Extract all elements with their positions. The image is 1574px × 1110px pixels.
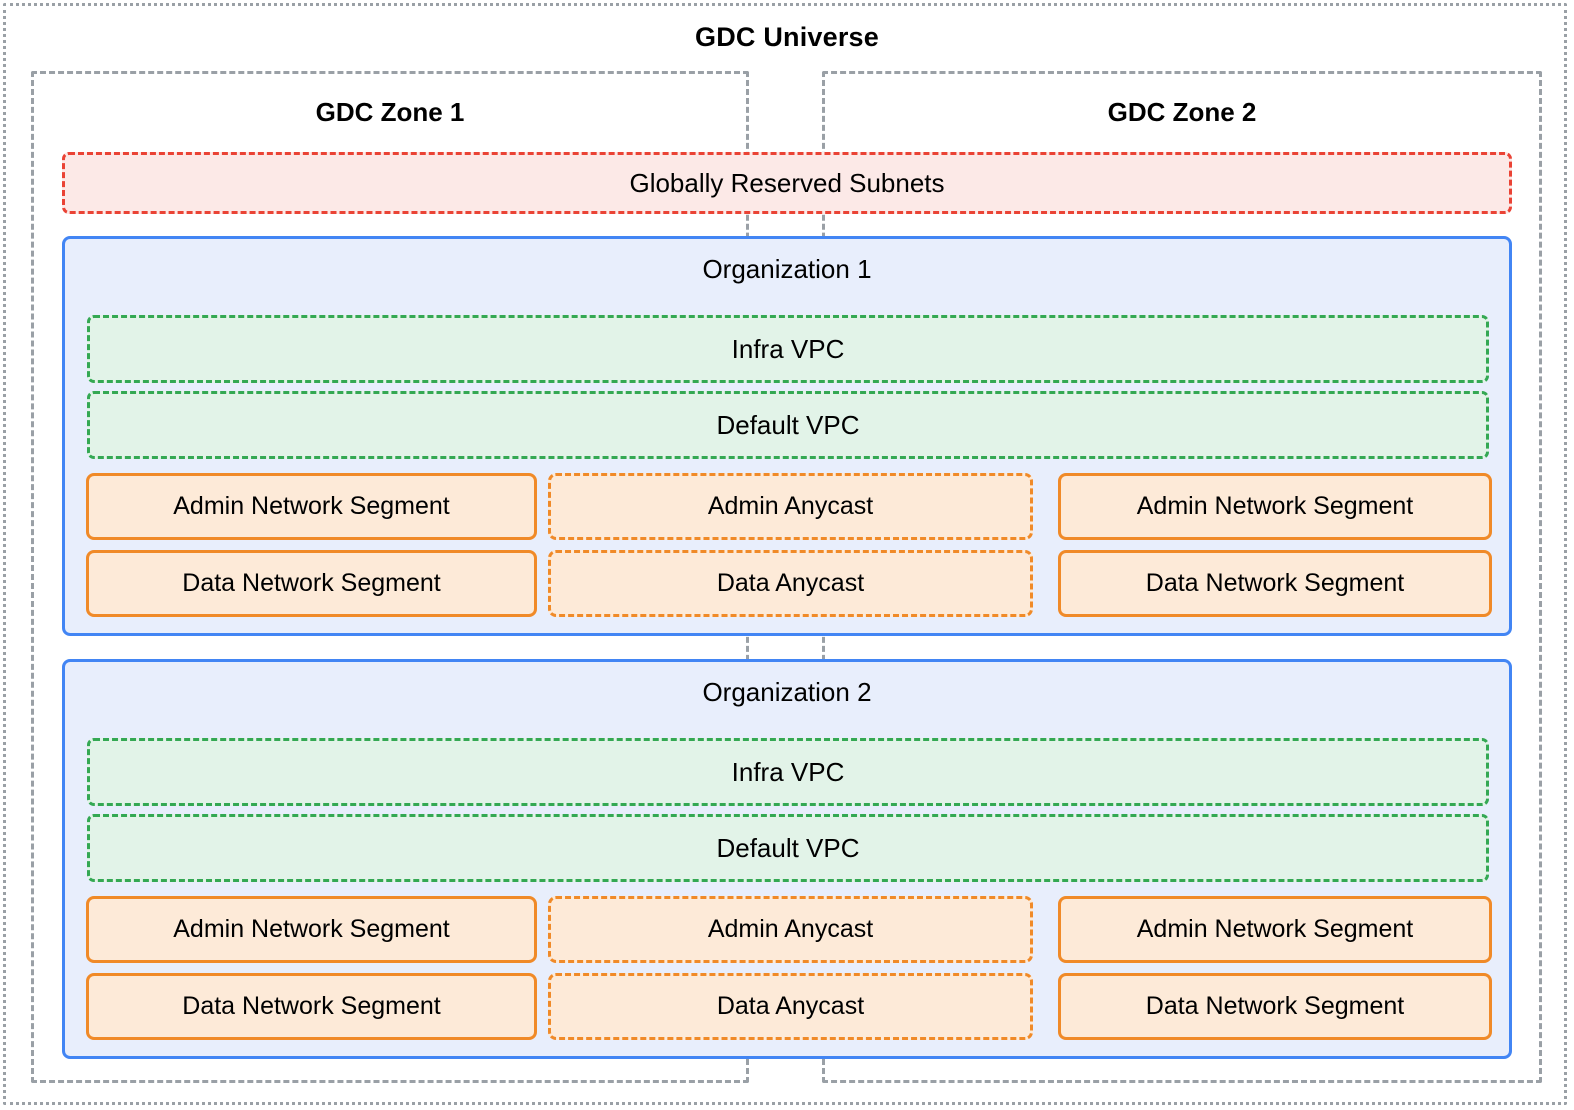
org1-zone2-data-network-segment: Data Network Segment [1058, 550, 1492, 617]
org2-data-anycast: Data Anycast [548, 973, 1033, 1040]
org1-infra-vpc-box: Infra VPC [87, 315, 1489, 383]
org1-zone1-data-network-segment: Data Network Segment [86, 550, 537, 617]
organization-1-title: Organization 1 [702, 254, 872, 284]
org2-zone1-data-network-segment: Data Network Segment [86, 973, 537, 1040]
org1-admin-anycast: Admin Anycast [548, 473, 1033, 540]
gdc-zone-1-title: GDC Zone 1 [315, 97, 465, 127]
organization-2-box: Organization 2 Infra VPC Default VPC Adm… [62, 659, 1512, 1059]
org2-default-vpc-box: Default VPC [87, 814, 1489, 882]
org2-zone2-data-network-segment: Data Network Segment [1058, 973, 1492, 1040]
org1-data-anycast: Data Anycast [548, 550, 1033, 617]
org1-zone1-admin-network-segment: Admin Network Segment [86, 473, 537, 540]
org1-default-vpc-box: Default VPC [87, 391, 1489, 459]
gdc-universe-frame [3, 3, 1567, 1105]
gdc-zone-2-title: GDC Zone 2 [1107, 97, 1257, 127]
organization-1-box: Organization 1 Infra VPC Default VPC Adm… [62, 236, 1512, 636]
org2-zone2-admin-network-segment: Admin Network Segment [1058, 896, 1492, 963]
org1-zone2-admin-network-segment: Admin Network Segment [1058, 473, 1492, 540]
org2-infra-vpc-box: Infra VPC [87, 738, 1489, 806]
gdc-universe-title: GDC Universe [695, 22, 879, 52]
org2-admin-anycast: Admin Anycast [548, 896, 1033, 963]
organization-2-title: Organization 2 [702, 677, 872, 707]
org2-zone1-admin-network-segment: Admin Network Segment [86, 896, 537, 963]
globally-reserved-subnets-box: Globally Reserved Subnets [62, 152, 1512, 214]
